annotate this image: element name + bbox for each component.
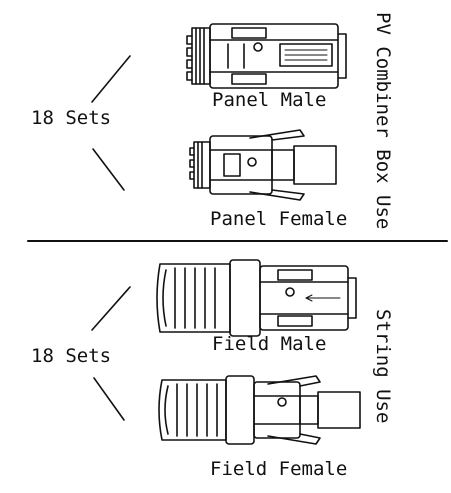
pointer-line-field-male — [91, 286, 131, 331]
pointer-line-field-female — [93, 377, 125, 421]
field-male-label: Field Male — [212, 333, 327, 355]
field-female-connector-drawing — [158, 375, 361, 445]
pointer-line-panel-female — [92, 148, 125, 191]
panel-female-label: Panel Female — [210, 208, 348, 230]
top-count-label: 18 Sets — [31, 107, 112, 129]
panel-female-connector-drawing — [189, 129, 337, 201]
panel-male-connector-drawing — [186, 23, 347, 89]
pv-combiner-box-use-label: PV Combiner Box Use — [372, 12, 394, 230]
field-female-label: Field Female — [210, 458, 348, 480]
string-use-label: String Use — [372, 309, 394, 424]
bottom-count-label: 18 Sets — [31, 345, 112, 367]
field-male-connector-drawing — [156, 259, 357, 337]
panel-male-label: Panel Male — [212, 89, 327, 111]
pointer-line-panel-male — [91, 55, 131, 103]
